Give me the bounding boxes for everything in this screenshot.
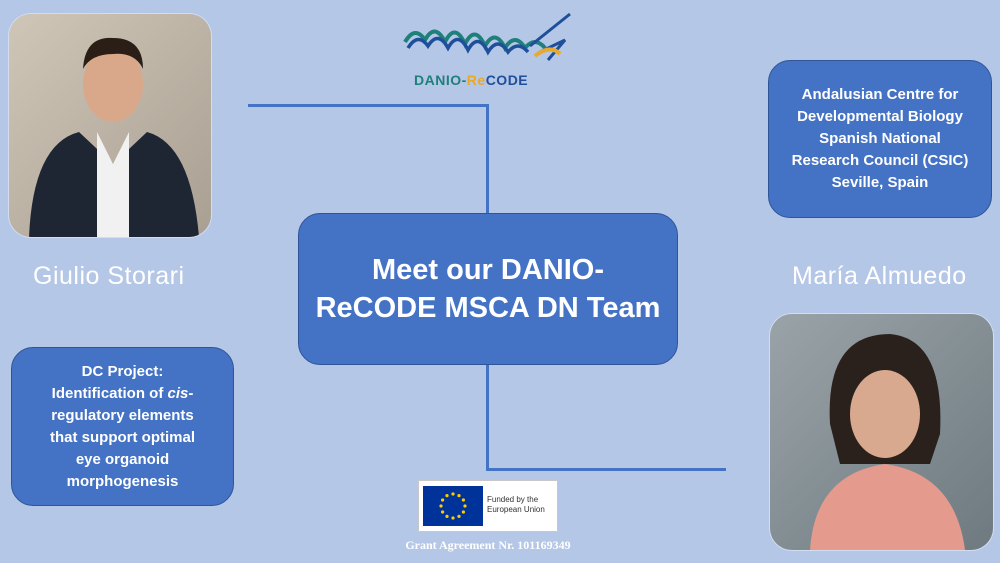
eu-flag-icon xyxy=(423,486,483,526)
eu-funding-badge: Funded by the European Union xyxy=(418,480,558,532)
project-text: - xyxy=(188,384,194,402)
project-box: DC Project: Identification of cis- regul… xyxy=(11,347,234,506)
project-line: that support optimal xyxy=(50,428,195,446)
logo-text-code: CODE xyxy=(485,72,529,88)
project-description: DC Project: Identification of cis- regul… xyxy=(50,361,195,493)
center-title: Meet our DANIO- ReCODE MSCA DN Team xyxy=(316,251,661,327)
logo-text-danio: DANIO- xyxy=(414,72,467,88)
grant-agreement-text: Grant Agreement Nr. 101169349 xyxy=(405,538,571,552)
danio-recode-logo: DANIO-ReCODE xyxy=(400,10,575,92)
logo-wordmark: DANIO-ReCODE xyxy=(414,72,528,88)
affiliation-line: Seville, Spain xyxy=(831,174,929,191)
affiliation-line: Research Council (CSIC) xyxy=(791,152,969,169)
affiliation-line: Developmental Biology xyxy=(797,108,963,125)
funding-text: Funded by the European Union xyxy=(487,495,545,515)
affiliation-line: Spanish National xyxy=(819,130,941,147)
funding-text-line1: Funded by the xyxy=(487,495,539,504)
project-line: eye organoid xyxy=(75,450,170,468)
fish-logo-icon xyxy=(403,12,571,61)
affiliation-line: Andalusian Centre for xyxy=(801,86,959,103)
funding-text-line2: European Union xyxy=(487,505,545,514)
project-line: Identification of cis- xyxy=(50,383,195,405)
project-line: morphogenesis xyxy=(66,472,179,490)
name-maria-almuedo: María Almuedo xyxy=(792,262,967,290)
project-text-italic: cis xyxy=(167,384,189,402)
name-giulio-storari: Giulio Storari xyxy=(33,262,185,290)
logo-text-re: Re xyxy=(466,72,486,88)
connector-top-horizontal xyxy=(248,104,489,107)
photo-giulio-storari xyxy=(9,14,211,237)
person-avatar-icon xyxy=(810,334,965,550)
connector-top-vertical xyxy=(486,104,489,214)
center-title-line2: ReCODE MSCA DN Team xyxy=(315,292,661,324)
person-avatar-icon xyxy=(29,37,199,237)
affiliation-description: Andalusian Centre for Developmental Biol… xyxy=(792,84,969,194)
project-text: Identification of xyxy=(51,384,168,402)
photo-maria-almuedo xyxy=(770,314,993,550)
affiliation-box: Andalusian Centre for Developmental Biol… xyxy=(768,60,992,218)
connector-bottom-vertical xyxy=(486,364,489,471)
connector-bottom-horizontal xyxy=(486,468,726,471)
center-title-box: Meet our DANIO- ReCODE MSCA DN Team xyxy=(298,213,678,365)
project-line: DC Project: xyxy=(81,362,164,380)
project-line: regulatory elements xyxy=(51,406,194,424)
center-title-line1: Meet our DANIO- xyxy=(371,254,604,286)
